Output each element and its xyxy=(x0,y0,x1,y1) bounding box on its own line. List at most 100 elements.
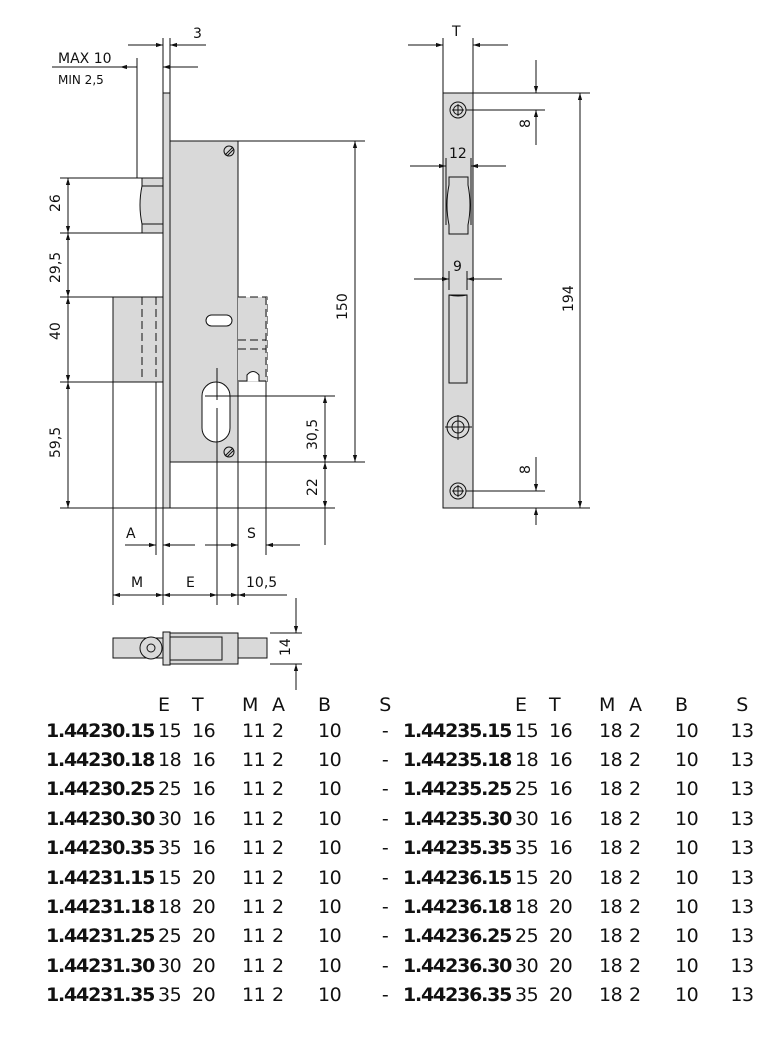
cell-A: 2 xyxy=(272,778,284,801)
article-code: 1.44235.35 xyxy=(403,837,512,860)
dim-26: 26 xyxy=(48,194,64,212)
cell-T: 16 xyxy=(549,778,573,801)
bolt-opening xyxy=(448,294,468,384)
cell-A: 2 xyxy=(272,866,284,889)
cell-B: 10 xyxy=(318,719,342,742)
cell-E: 35 xyxy=(158,984,182,1007)
cell-T: 20 xyxy=(192,896,216,919)
cell-A: 2 xyxy=(629,925,641,948)
cell-S: - xyxy=(381,925,389,948)
cell-B: 10 xyxy=(318,896,342,919)
col-header-E: E xyxy=(158,694,170,716)
col-header-A: A xyxy=(629,694,642,716)
col-header-B: B xyxy=(318,694,331,716)
cell-T: 20 xyxy=(192,984,216,1007)
article-code: 1.44230.15 xyxy=(46,719,155,742)
cell-S: 13 xyxy=(730,807,754,830)
cell-T: 20 xyxy=(192,925,216,948)
dim-194: 194 xyxy=(561,285,577,312)
dim-8-top: 8 xyxy=(518,119,534,128)
cell-B: 10 xyxy=(675,719,699,742)
cell-M: 11 xyxy=(242,778,266,801)
cell-B: 10 xyxy=(675,866,699,889)
cell-A: 2 xyxy=(272,896,284,919)
article-code: 1.44235.18 xyxy=(403,749,512,772)
cell-T: 20 xyxy=(192,866,216,889)
cell-E: 25 xyxy=(158,925,182,948)
cell-S: 13 xyxy=(730,925,754,948)
cell-T: 16 xyxy=(549,807,573,830)
cell-S: 13 xyxy=(730,837,754,860)
cell-B: 10 xyxy=(318,807,342,830)
cell-B: 10 xyxy=(318,984,342,1007)
cell-A: 2 xyxy=(629,749,641,772)
cell-B: 10 xyxy=(318,925,342,948)
cell-B: 10 xyxy=(318,866,342,889)
cell-E: 15 xyxy=(515,866,539,889)
col-header-S: S xyxy=(736,694,748,716)
table-header: E T M A B S xyxy=(403,694,757,716)
cell-S: 13 xyxy=(730,719,754,742)
article-code: 1.44236.25 xyxy=(403,925,512,948)
dim-A: A xyxy=(126,526,136,542)
front-view xyxy=(52,38,365,605)
cell-E: 30 xyxy=(158,807,182,830)
cell-M: 11 xyxy=(242,807,266,830)
article-code: 1.44230.35 xyxy=(46,837,155,860)
top-view xyxy=(112,598,302,690)
cell-A: 2 xyxy=(272,749,284,772)
strike-screw-middle-icon xyxy=(445,415,472,440)
cell-M: 11 xyxy=(242,896,266,919)
cell-S: 13 xyxy=(730,749,754,772)
cell-M: 11 xyxy=(242,719,266,742)
cell-M: 18 xyxy=(599,984,623,1007)
table-header: E T M A B S xyxy=(46,694,400,716)
cell-M: 11 xyxy=(242,954,266,977)
cell-T: 16 xyxy=(549,719,573,742)
cell-T: 16 xyxy=(549,749,573,772)
cell-B: 10 xyxy=(318,749,342,772)
cell-T: 16 xyxy=(192,837,216,860)
cell-S: 13 xyxy=(730,984,754,1007)
cell-T: 16 xyxy=(192,807,216,830)
article-code: 1.44230.30 xyxy=(46,807,155,830)
cell-T: 20 xyxy=(549,954,573,977)
cell-B: 10 xyxy=(675,778,699,801)
cell-A: 2 xyxy=(629,866,641,889)
col-header-S: S xyxy=(379,694,391,716)
cell-T: 20 xyxy=(549,925,573,948)
article-code: 1.44236.35 xyxy=(403,984,512,1007)
cell-T: 16 xyxy=(549,837,573,860)
cell-A: 2 xyxy=(629,807,641,830)
cell-E: 18 xyxy=(515,749,539,772)
cell-E: 18 xyxy=(515,896,539,919)
cell-E: 30 xyxy=(515,807,539,830)
cell-S: 13 xyxy=(730,954,754,977)
cell-B: 10 xyxy=(675,954,699,977)
dim-30-5: 30,5 xyxy=(305,419,321,450)
cell-T: 16 xyxy=(192,749,216,772)
cell-M: 11 xyxy=(242,866,266,889)
cell-T: 20 xyxy=(192,954,216,977)
cell-A: 2 xyxy=(272,719,284,742)
follower-slot xyxy=(205,314,233,327)
article-code: 1.44236.15 xyxy=(403,866,512,889)
col-header-M: M xyxy=(599,694,615,716)
cell-A: 2 xyxy=(629,896,641,919)
cell-M: 18 xyxy=(599,807,623,830)
cell-E: 25 xyxy=(515,778,539,801)
dim-T: T xyxy=(451,24,461,40)
cell-S: - xyxy=(381,749,389,772)
faceplate xyxy=(162,92,171,509)
article-code: 1.44230.25 xyxy=(46,778,155,801)
col-header-B: B xyxy=(675,694,688,716)
